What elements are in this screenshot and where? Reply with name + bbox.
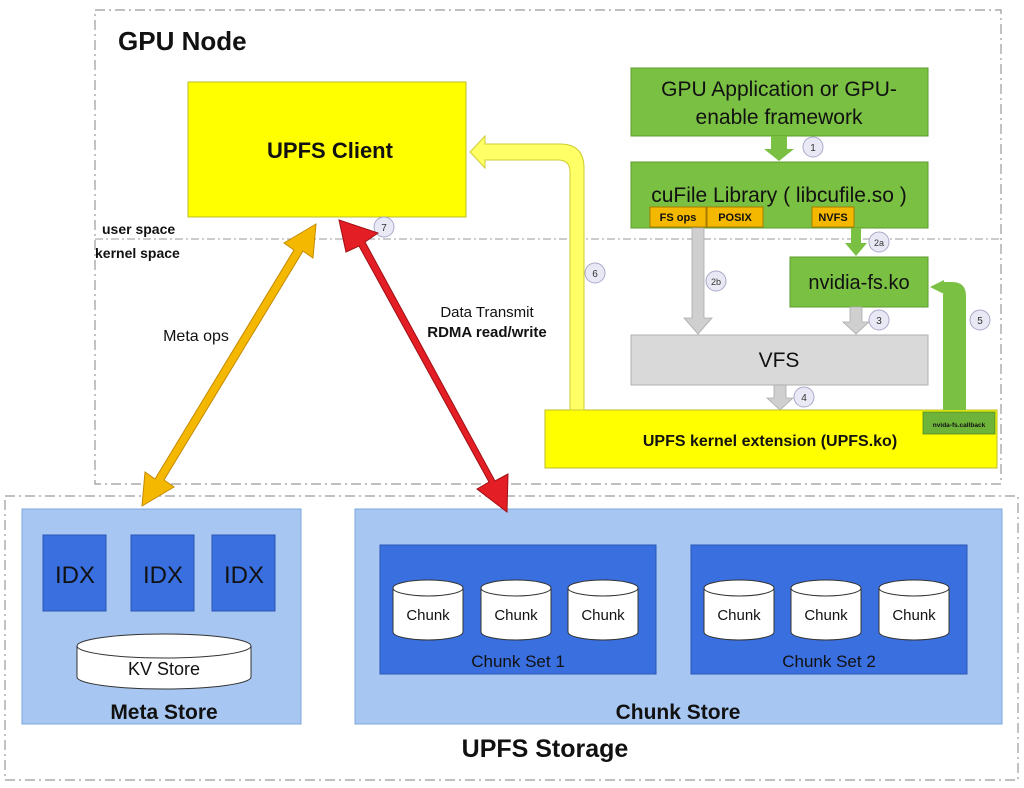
svg-text:5: 5 [977, 316, 983, 327]
svg-text:6: 6 [592, 269, 598, 280]
idx-label-2: IDX [143, 562, 183, 589]
step-badge-4: 4 [793, 386, 815, 408]
rdma-label: RDMA read/write [427, 324, 546, 341]
step-badge-2a: 2a [868, 231, 890, 253]
svg-text:1: 1 [810, 143, 816, 154]
chunk-label: Chunk [406, 607, 450, 624]
svg-text:4: 4 [801, 393, 807, 404]
idx-label-1: IDX [55, 562, 95, 589]
arrow-step-3 [841, 306, 871, 335]
svg-text:2a: 2a [874, 238, 884, 248]
arrow-step-2a [845, 228, 867, 256]
data-transmit-label: Data Transmit [440, 304, 534, 321]
chunk-cylinder [790, 579, 862, 641]
callback-tag-label: nvida-fs.callback [933, 422, 986, 429]
chunk-cylinder [878, 579, 950, 641]
meta-store-title: Meta Store [110, 701, 217, 724]
arrow-step-1 [764, 136, 794, 161]
tag-nvfs-label: NVFS [818, 212, 847, 224]
meta-ops-arrow [141, 223, 317, 507]
meta-ops-label: Meta ops [163, 328, 229, 345]
gpu-app-label-line2: enable framework [696, 106, 863, 129]
chunk-cylinder [480, 579, 552, 641]
upfs-storage-boundary [4, 495, 1019, 781]
chunk-set-1-label: Chunk Set 1 [471, 652, 565, 671]
kv-store-cylinder [76, 633, 252, 690]
upfs-kernel-box [544, 409, 998, 469]
chunk-label: Chunk [804, 607, 848, 624]
tag-nvfs [811, 206, 855, 228]
gpu-node-title: GPU Node [118, 26, 247, 56]
idx-box-1 [42, 534, 107, 612]
idx-box-3 [211, 534, 276, 612]
callback-tag [922, 411, 996, 435]
chunk-set-2-label: Chunk Set 2 [782, 652, 876, 671]
chunk-cylinder [703, 579, 775, 641]
tag-posix [706, 206, 764, 228]
step-badge-1: 1 [802, 136, 824, 158]
kv-store-label: KV Store [128, 659, 200, 679]
svg-text:2b: 2b [711, 277, 721, 287]
idx-box-2 [130, 534, 195, 612]
arrow-step-4 [765, 384, 795, 411]
chunk-cylinder [392, 579, 464, 641]
upfs-client-box [187, 81, 467, 218]
step-badge-6: 6 [584, 262, 606, 284]
svg-text:7: 7 [381, 223, 387, 234]
chunk-label: Chunk [717, 607, 761, 624]
callback-arrow-green [930, 280, 966, 410]
user-space-label: user space [102, 221, 175, 237]
step-badge-3: 3 [868, 309, 890, 331]
upfs-client-label: UPFS Client [267, 138, 394, 163]
arrow-step-6 [469, 134, 585, 411]
tag-posix-label: POSIX [718, 212, 752, 224]
chunk-label: Chunk [892, 607, 936, 624]
chunk-label: Chunk [581, 607, 625, 624]
upfs-storage-title: UPFS Storage [462, 735, 629, 763]
step-badge-2b: 2b [705, 270, 727, 292]
green-callback-arrow [929, 277, 945, 410]
tag-fs-ops-label: FS ops [660, 212, 697, 224]
gpu-app-label-line1: GPU Application or GPU- [661, 78, 897, 101]
kernel-space-label: kernel space [95, 245, 180, 261]
cufile-library-label: cuFile Library ( libcufile.so ) [651, 184, 907, 207]
vfs-label: VFS [759, 349, 800, 372]
nvidia-fs-label: nvidia-fs.ko [808, 272, 909, 294]
gpu-node-boundary [94, 9, 1002, 485]
arrow-step-2b [683, 227, 713, 335]
step-badge-5: 5 [969, 309, 991, 331]
idx-label-3: IDX [224, 562, 264, 589]
rdma-arrow [338, 219, 509, 513]
nvidia-fs-box [789, 256, 929, 308]
arrow-step-5-shape [937, 294, 944, 410]
svg-text:3: 3 [876, 316, 882, 327]
upfs-kernel-label: UPFS kernel extension (UPFS.ko) [643, 433, 897, 450]
chunk-store-title: Chunk Store [616, 701, 741, 724]
chunk-cylinder [567, 579, 639, 641]
step-badge-7: 7 [373, 216, 395, 238]
chunk-label: Chunk [494, 607, 538, 624]
tag-fs-ops [649, 206, 707, 228]
